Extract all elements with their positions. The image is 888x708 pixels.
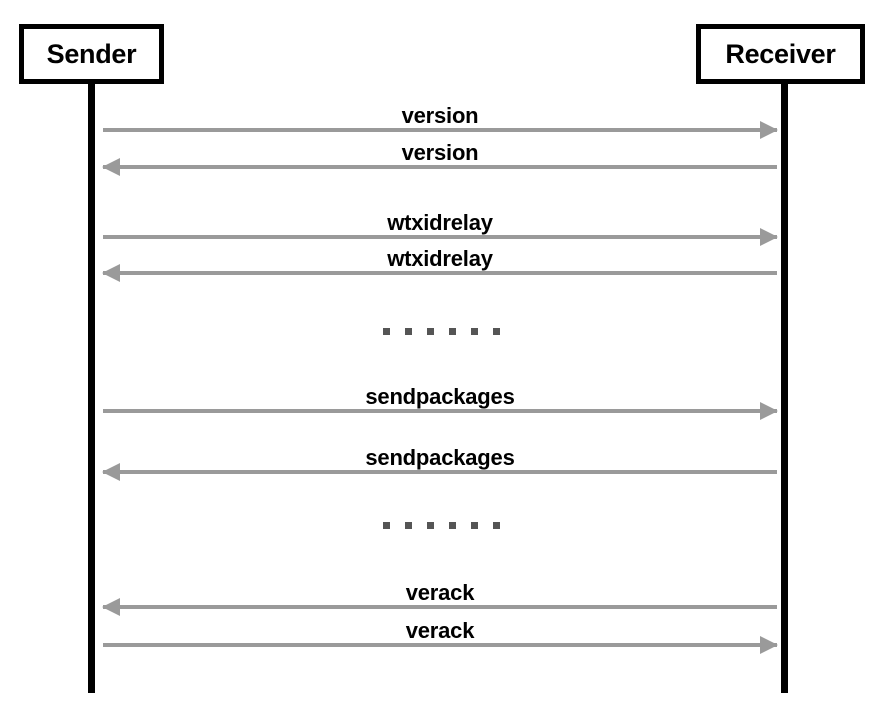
ellipsis-dot bbox=[427, 328, 434, 335]
arrow-line bbox=[103, 643, 777, 647]
arrow-line bbox=[103, 605, 777, 609]
lifeline-receiver bbox=[781, 80, 788, 693]
arrow-line bbox=[103, 128, 777, 132]
participant-sender-label: Sender bbox=[46, 38, 137, 69]
message-label: sendpackages bbox=[365, 444, 515, 470]
participant-receiver-label: Receiver bbox=[725, 38, 836, 69]
arrow-line bbox=[103, 409, 777, 413]
arrow-head-right-icon bbox=[760, 228, 778, 246]
message-label: wtxidrelay bbox=[387, 209, 493, 235]
arrow-head-left-icon bbox=[102, 264, 120, 282]
arrow-head-left-icon bbox=[102, 158, 120, 176]
arrow-head-right-icon bbox=[760, 121, 778, 139]
ellipsis-dot bbox=[405, 328, 412, 335]
arrow-line bbox=[103, 165, 777, 169]
ellipsis-dot bbox=[471, 522, 478, 529]
ellipsis-dot bbox=[383, 328, 390, 335]
ellipsis-dot bbox=[449, 522, 456, 529]
message-label: sendpackages bbox=[365, 383, 515, 409]
message-label: version bbox=[401, 139, 479, 165]
message-label: verack bbox=[405, 617, 475, 643]
ellipsis-indicator-2 bbox=[383, 522, 500, 529]
ellipsis-dot bbox=[493, 522, 500, 529]
participant-receiver[interactable]: Receiver bbox=[696, 24, 865, 84]
ellipsis-dot bbox=[383, 522, 390, 529]
ellipsis-dot bbox=[405, 522, 412, 529]
ellipsis-indicator-1 bbox=[383, 328, 500, 335]
arrow-head-right-icon bbox=[760, 402, 778, 420]
participant-sender[interactable]: Sender bbox=[19, 24, 164, 84]
arrow-head-left-icon bbox=[102, 463, 120, 481]
ellipsis-dot bbox=[493, 328, 500, 335]
lifeline-sender bbox=[88, 80, 95, 693]
arrow-head-left-icon bbox=[102, 598, 120, 616]
arrow-head-right-icon bbox=[760, 636, 778, 654]
arrow-line bbox=[103, 235, 777, 239]
arrow-line bbox=[103, 271, 777, 275]
message-label: verack bbox=[405, 579, 475, 605]
ellipsis-dot bbox=[449, 328, 456, 335]
message-label: wtxidrelay bbox=[387, 245, 493, 271]
message-label: version bbox=[401, 102, 479, 128]
ellipsis-dot bbox=[427, 522, 434, 529]
arrow-line bbox=[103, 470, 777, 474]
ellipsis-dot bbox=[471, 328, 478, 335]
